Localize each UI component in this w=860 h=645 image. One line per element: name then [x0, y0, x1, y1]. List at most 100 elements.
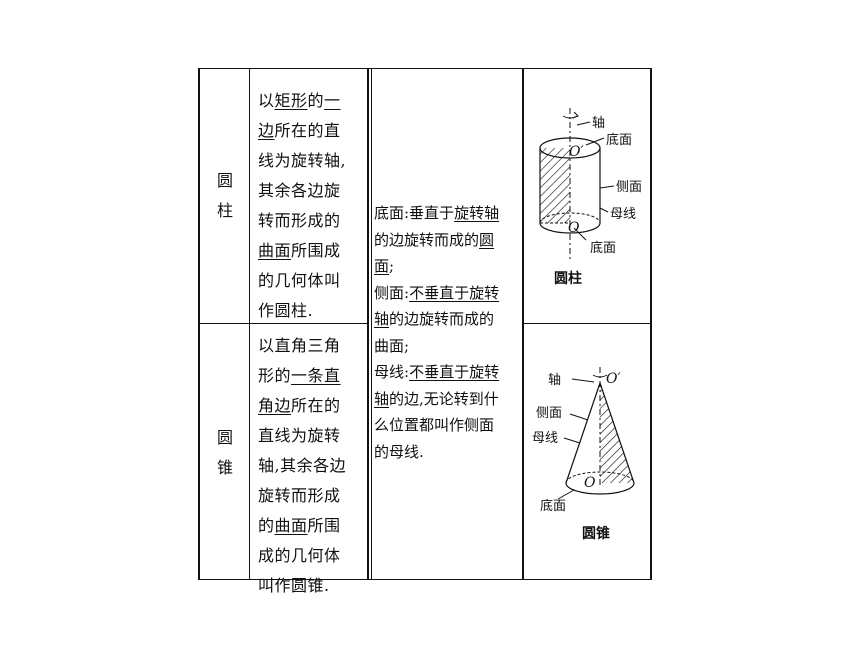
cylinder-definition-underlined-text: 矩形	[274, 91, 308, 110]
cone-definition-line: 轴,其余各边	[258, 451, 364, 481]
description-text: 母线:	[374, 363, 410, 381]
cylinder-definition-text: 所在的直	[274, 121, 341, 140]
cylinder-top-base-label: 底面	[606, 132, 632, 148]
cone-right-side	[599, 382, 635, 484]
cylinder-definition-line: 其余各边旋	[258, 176, 364, 206]
description-line: 轴的边旋转而成的	[374, 306, 520, 333]
cone-definition-line: 的曲面所围	[258, 511, 364, 541]
cone-definition-text: 直线为旋转	[258, 426, 341, 445]
table-left-border	[198, 68, 200, 580]
cone-generatrix-leader	[563, 437, 581, 444]
description-line: 的母线.	[374, 439, 520, 466]
side-leader	[599, 185, 615, 189]
cylinder-definition-text: 的	[307, 91, 325, 110]
cylinder-definition-text: 以	[258, 91, 275, 110]
cone-definition-text: 以直角三角	[258, 336, 341, 355]
table-top-border	[198, 68, 652, 69]
description-line: 曲面;	[374, 333, 520, 360]
cone-base-label: 底面	[540, 498, 566, 514]
column-divider-1	[249, 68, 250, 580]
cone-rotation-arrow-icon	[592, 374, 608, 378]
cone-base-center-label: O	[584, 475, 596, 491]
cylinder-definition-line: 以矩形的一	[258, 86, 364, 116]
column-divider-3a	[371, 68, 372, 580]
cone-definition-line: 角边所在的	[258, 391, 364, 421]
cone-definition-underlined-text: 曲面	[274, 516, 308, 535]
cylinder-definition-text: 作圆柱.	[258, 301, 314, 320]
cone-definition-underlined-text: 一条直	[291, 366, 341, 385]
description-line: 侧面:不垂直于旋转	[374, 280, 520, 307]
cylinder-definition-underlined-text: 边	[258, 121, 275, 140]
cylinder-axial-section	[540, 148, 570, 223]
top-base-leader	[585, 137, 605, 146]
description-text: 的边旋转而成的	[389, 310, 495, 328]
cone-definition-text: 形的	[258, 366, 292, 385]
cone-generatrix-label: 母线	[532, 431, 558, 446]
cone-caption: 圆锥	[582, 525, 610, 542]
cone-name-cell: 圆 锥	[200, 423, 250, 483]
cone-definition-line: 成的几何体	[258, 541, 364, 571]
cylinder-definition-text: 转而形成的	[258, 211, 341, 230]
description-line: 的边旋转而成的圆	[374, 227, 520, 254]
cone-definition-text: 所围	[307, 516, 341, 535]
cone-definition-text: 轴,其余各边	[258, 456, 347, 475]
cylinder-definition-line: 作圆柱.	[258, 296, 364, 326]
cylinder-definition-text: 的几何体叫	[258, 271, 341, 290]
row-divider-right	[522, 323, 652, 324]
cone-name-char-2: 锥	[216, 458, 233, 477]
description-underlined-text: 不垂直于旋转	[409, 363, 500, 381]
cylinder-definition-text: 线为旋转轴,	[258, 151, 347, 170]
cone-definition-text: 的	[258, 516, 275, 535]
cylinder-definition-line: 边所在的直	[258, 116, 364, 146]
cone-definition-text: 成的几何体	[258, 546, 341, 565]
description-text: ;	[389, 257, 395, 275]
description-text: 侧面:	[374, 283, 410, 302]
cone-side-label: 侧面	[536, 406, 562, 421]
description-text: 么位置都叫作侧面	[374, 416, 495, 434]
element-description: 底面:垂直于旋转轴的边旋转而成的圆面;侧面:不垂直于旋转轴的边旋转而成的曲面;母…	[374, 200, 520, 465]
cylinder-definition: 以矩形的一边所在的直线为旋转轴,其余各边旋转而形成的曲面所围成的几何体叫作圆柱.	[258, 86, 364, 326]
cone-base-front	[565, 482, 635, 495]
description-line: 母线:不垂直于旋转	[374, 359, 520, 386]
cylinder-definition-line: 转而形成的	[258, 206, 364, 236]
generatrix-leader	[599, 207, 609, 213]
cone-figure: 轴 O′ 侧面 母线 O 底面 圆锥	[532, 367, 635, 542]
description-line: 面;	[374, 253, 520, 280]
description-underlined-text: 轴	[374, 389, 390, 408]
cylinder-definition-line: 的几何体叫	[258, 266, 364, 296]
table-right-border	[650, 68, 652, 580]
description-underlined-text: 面	[374, 257, 390, 275]
cylinder-generatrix-label: 母线	[610, 207, 636, 222]
row-divider-left	[198, 323, 369, 324]
cone-definition-line: 以直角三角	[258, 331, 364, 361]
cylinder-definition-line: 曲面所围成	[258, 236, 364, 266]
description-underlined-text: 轴	[374, 310, 390, 328]
cone-side-leader	[569, 413, 589, 421]
description-underlined-text: 旋转轴	[454, 204, 500, 222]
table-bottom-border	[198, 579, 652, 580]
cylinder-definition-underlined-text: 曲面	[258, 241, 292, 260]
cone-axis-label: 轴	[548, 373, 561, 388]
cylinder-definition-text: 所围成	[291, 241, 341, 260]
cylinder-figure: 轴 底面 O′ 侧面 母线 O 底面 圆柱	[539, 108, 642, 287]
cone-base-leader	[557, 489, 575, 500]
cylinder-bottom-center-label: O	[568, 220, 580, 236]
cone-definition-line: 形的一条直	[258, 361, 364, 391]
cylinder-side-label: 侧面	[616, 180, 642, 195]
cylinder-top-center-label: O′	[569, 144, 584, 160]
description-text: 的母线.	[374, 442, 424, 461]
cylinder-name-char-1: 圆	[216, 171, 233, 190]
description-line: 底面:垂直于旋转轴	[374, 200, 520, 227]
cone-definition-line: 旋转而形成	[258, 481, 364, 511]
cone-definition-line: 叫作圆锥.	[258, 571, 364, 601]
description-underlined-text: 圆	[479, 230, 495, 249]
description-text: 曲面;	[374, 336, 410, 355]
axis-leader	[576, 121, 591, 126]
cylinder-name-char-2: 柱	[216, 201, 233, 220]
cylinder-definition-underlined-text: 一	[324, 91, 341, 110]
cone-definition-text: 叫作圆锥.	[258, 576, 330, 595]
bottom-base-leader	[573, 227, 587, 241]
cylinder-bottom-base-front	[539, 222, 601, 234]
column-divider-4	[522, 68, 524, 580]
description-line: 么位置都叫作侧面	[374, 412, 520, 439]
